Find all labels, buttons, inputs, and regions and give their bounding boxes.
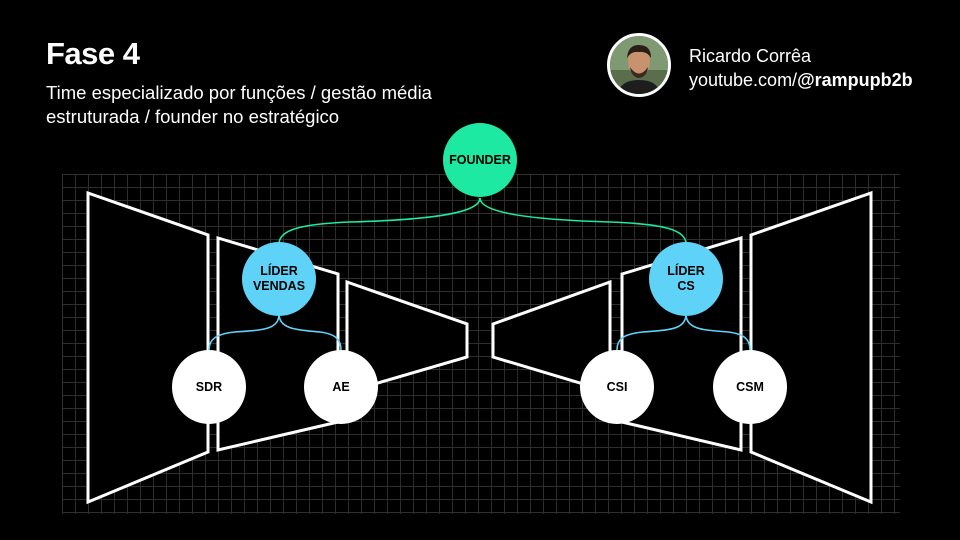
node-lider-cs-label: LÍDER CS	[667, 264, 705, 293]
funnel-left-large	[86, 190, 210, 505]
node-csi: CSI	[580, 350, 654, 424]
node-founder: FOUNDER	[443, 123, 517, 197]
node-founder-label: FOUNDER	[449, 152, 511, 167]
link-vendas-sdr	[208, 313, 280, 351]
channel-handle: @rampupb2b	[797, 70, 913, 90]
channel-url: youtube.com/	[689, 70, 798, 90]
link-founder-lider-cs	[479, 197, 687, 245]
node-sdr: SDR	[172, 350, 246, 424]
node-csm: CSM	[713, 350, 787, 424]
node-lider-cs: LÍDER CS	[649, 242, 723, 316]
node-csm-label: CSM	[736, 379, 764, 394]
author-name: Ricardo Corrêa	[689, 46, 812, 66]
page-title: Fase 4	[46, 36, 140, 71]
author-info: Ricardo Corrêa youtube.com/@rampupb2b	[689, 44, 913, 92]
node-csi-label: CSI	[606, 379, 628, 394]
node-lider-vendas: LÍDER VENDAS	[242, 242, 316, 316]
link-founder-lider-vendas	[278, 197, 481, 245]
node-ae-label: AE	[332, 379, 350, 394]
link-cs-csi	[616, 313, 687, 351]
link-cs-csm	[685, 313, 751, 351]
node-sdr-label: SDR	[195, 379, 223, 394]
node-lider-vendas-label: LÍDER VENDAS	[252, 264, 306, 293]
node-ae: AE	[304, 350, 378, 424]
page-subtitle: Time especializado por funções / gestão …	[46, 82, 432, 127]
author-channel[interactable]: youtube.com/@rampupb2b	[689, 68, 913, 92]
funnel-right-large	[749, 190, 873, 505]
author-avatar	[607, 33, 671, 97]
link-vendas-ae	[278, 313, 342, 351]
